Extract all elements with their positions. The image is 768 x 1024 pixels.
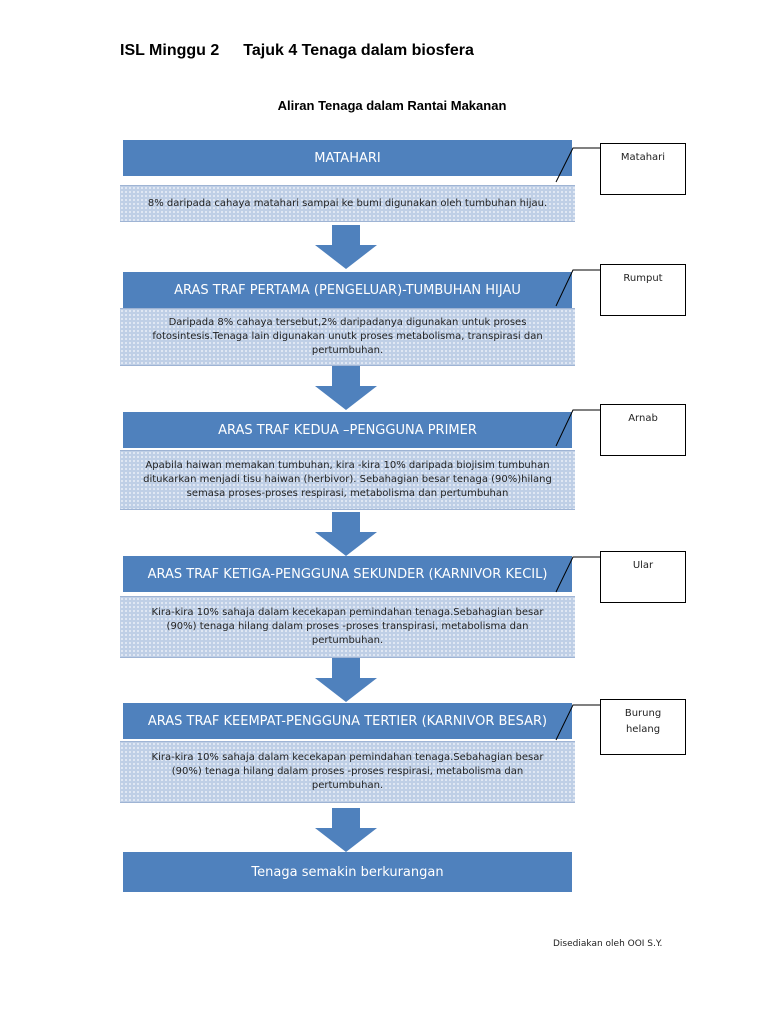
diagram-title: Aliran Tenaga dalam Rantai Makanan <box>277 98 507 113</box>
organism-label-rabbit: Arnab <box>600 404 686 456</box>
level-5-title: ARAS TRAF KEEMPAT-PENGGUNA TERTIER (KARN… <box>123 703 572 739</box>
organism-label-text: Burung <box>624 708 662 719</box>
level-2-description: Daripada 8% cahaya tersebut,2% daripadan… <box>120 308 575 366</box>
organism-label-snake: Ular <box>600 551 686 603</box>
level-3-title: ARAS TRAF KEDUA –PENGGUNA PRIMER <box>123 412 572 448</box>
level-1-description: 8% daripada cahaya matahari sampai ke bu… <box>120 185 575 222</box>
level-2-desc-line: pertumbuhan. <box>311 345 384 356</box>
level-3-desc-line: semasa proses-proses respirasi, metaboli… <box>186 488 509 499</box>
organism-label-text: Arnab <box>628 413 658 424</box>
organism-label-text: helang <box>625 724 661 735</box>
level-5-description: Kira-kira 10% sahaja dalam kecekapan pem… <box>120 741 575 803</box>
organism-label-grass: Rumput <box>600 264 686 316</box>
level-2-desc-line: fotosintesis.Tenaga lain digunakan unutk… <box>152 331 543 342</box>
level-2-desc-line: Daripada 8% cahaya tersebut,2% daripadan… <box>168 317 527 328</box>
level-4-desc-line: (90%) tenaga hilang dalam proses -proses… <box>166 621 529 632</box>
page-header: ISL Minggu 2 Tajuk 4 Tenaga dalam biosfer… <box>120 42 474 60</box>
level-1-desc-line: 8% daripada cahaya matahari sampai ke bu… <box>147 197 548 209</box>
level-4-desc-line: pertumbuhan. <box>311 635 384 646</box>
down-arrow-1 <box>315 225 377 269</box>
down-arrow-5 <box>315 808 377 852</box>
footer-credit: Disediakan oleh OOI S.Y. <box>553 939 663 949</box>
level-2-title: ARAS TRAF PERTAMA (PENGELUAR)-TUMBUHAN H… <box>123 272 572 308</box>
organism-label-sun: Matahari <box>600 143 686 195</box>
down-arrow-2 <box>315 366 377 410</box>
level-5-desc-line: (90%) tenaga hilang dalam proses -proses… <box>171 766 524 777</box>
organism-label-text: Rumput <box>623 273 663 284</box>
header-topic: Tajuk 4 Tenaga dalam biosfera <box>243 42 474 59</box>
level-1-title: MATAHARI <box>123 140 572 176</box>
level-4-desc-line: Kira-kira 10% sahaja dalam kecekapan pem… <box>151 607 544 618</box>
level-4-title: ARAS TRAF KETIGA-PENGGUNA SEKUNDER (KARN… <box>123 556 572 592</box>
level-5-desc-line: Kira-kira 10% sahaja dalam kecekapan pem… <box>151 752 544 763</box>
down-arrow-3 <box>315 512 377 556</box>
organism-label-text: Matahari <box>620 152 666 163</box>
level-3-desc-line: Apabila haiwan memakan tumbuhan, kira -k… <box>145 460 550 471</box>
level-5-desc-line: pertumbuhan. <box>311 780 384 791</box>
level-3-desc-line: ditukarkan menjadi tisu haiwan (herbivor… <box>143 474 552 485</box>
organism-label-eagle: Burung helang <box>600 699 686 755</box>
final-conclusion-box: Tenaga semakin berkurangan <box>123 852 572 892</box>
header-week: ISL Minggu 2 <box>120 42 220 59</box>
level-3-description: Apabila haiwan memakan tumbuhan, kira -k… <box>120 450 575 510</box>
organism-label-text: Ular <box>632 560 654 571</box>
level-4-description: Kira-kira 10% sahaja dalam kecekapan pem… <box>120 596 575 658</box>
down-arrow-4 <box>315 658 377 702</box>
